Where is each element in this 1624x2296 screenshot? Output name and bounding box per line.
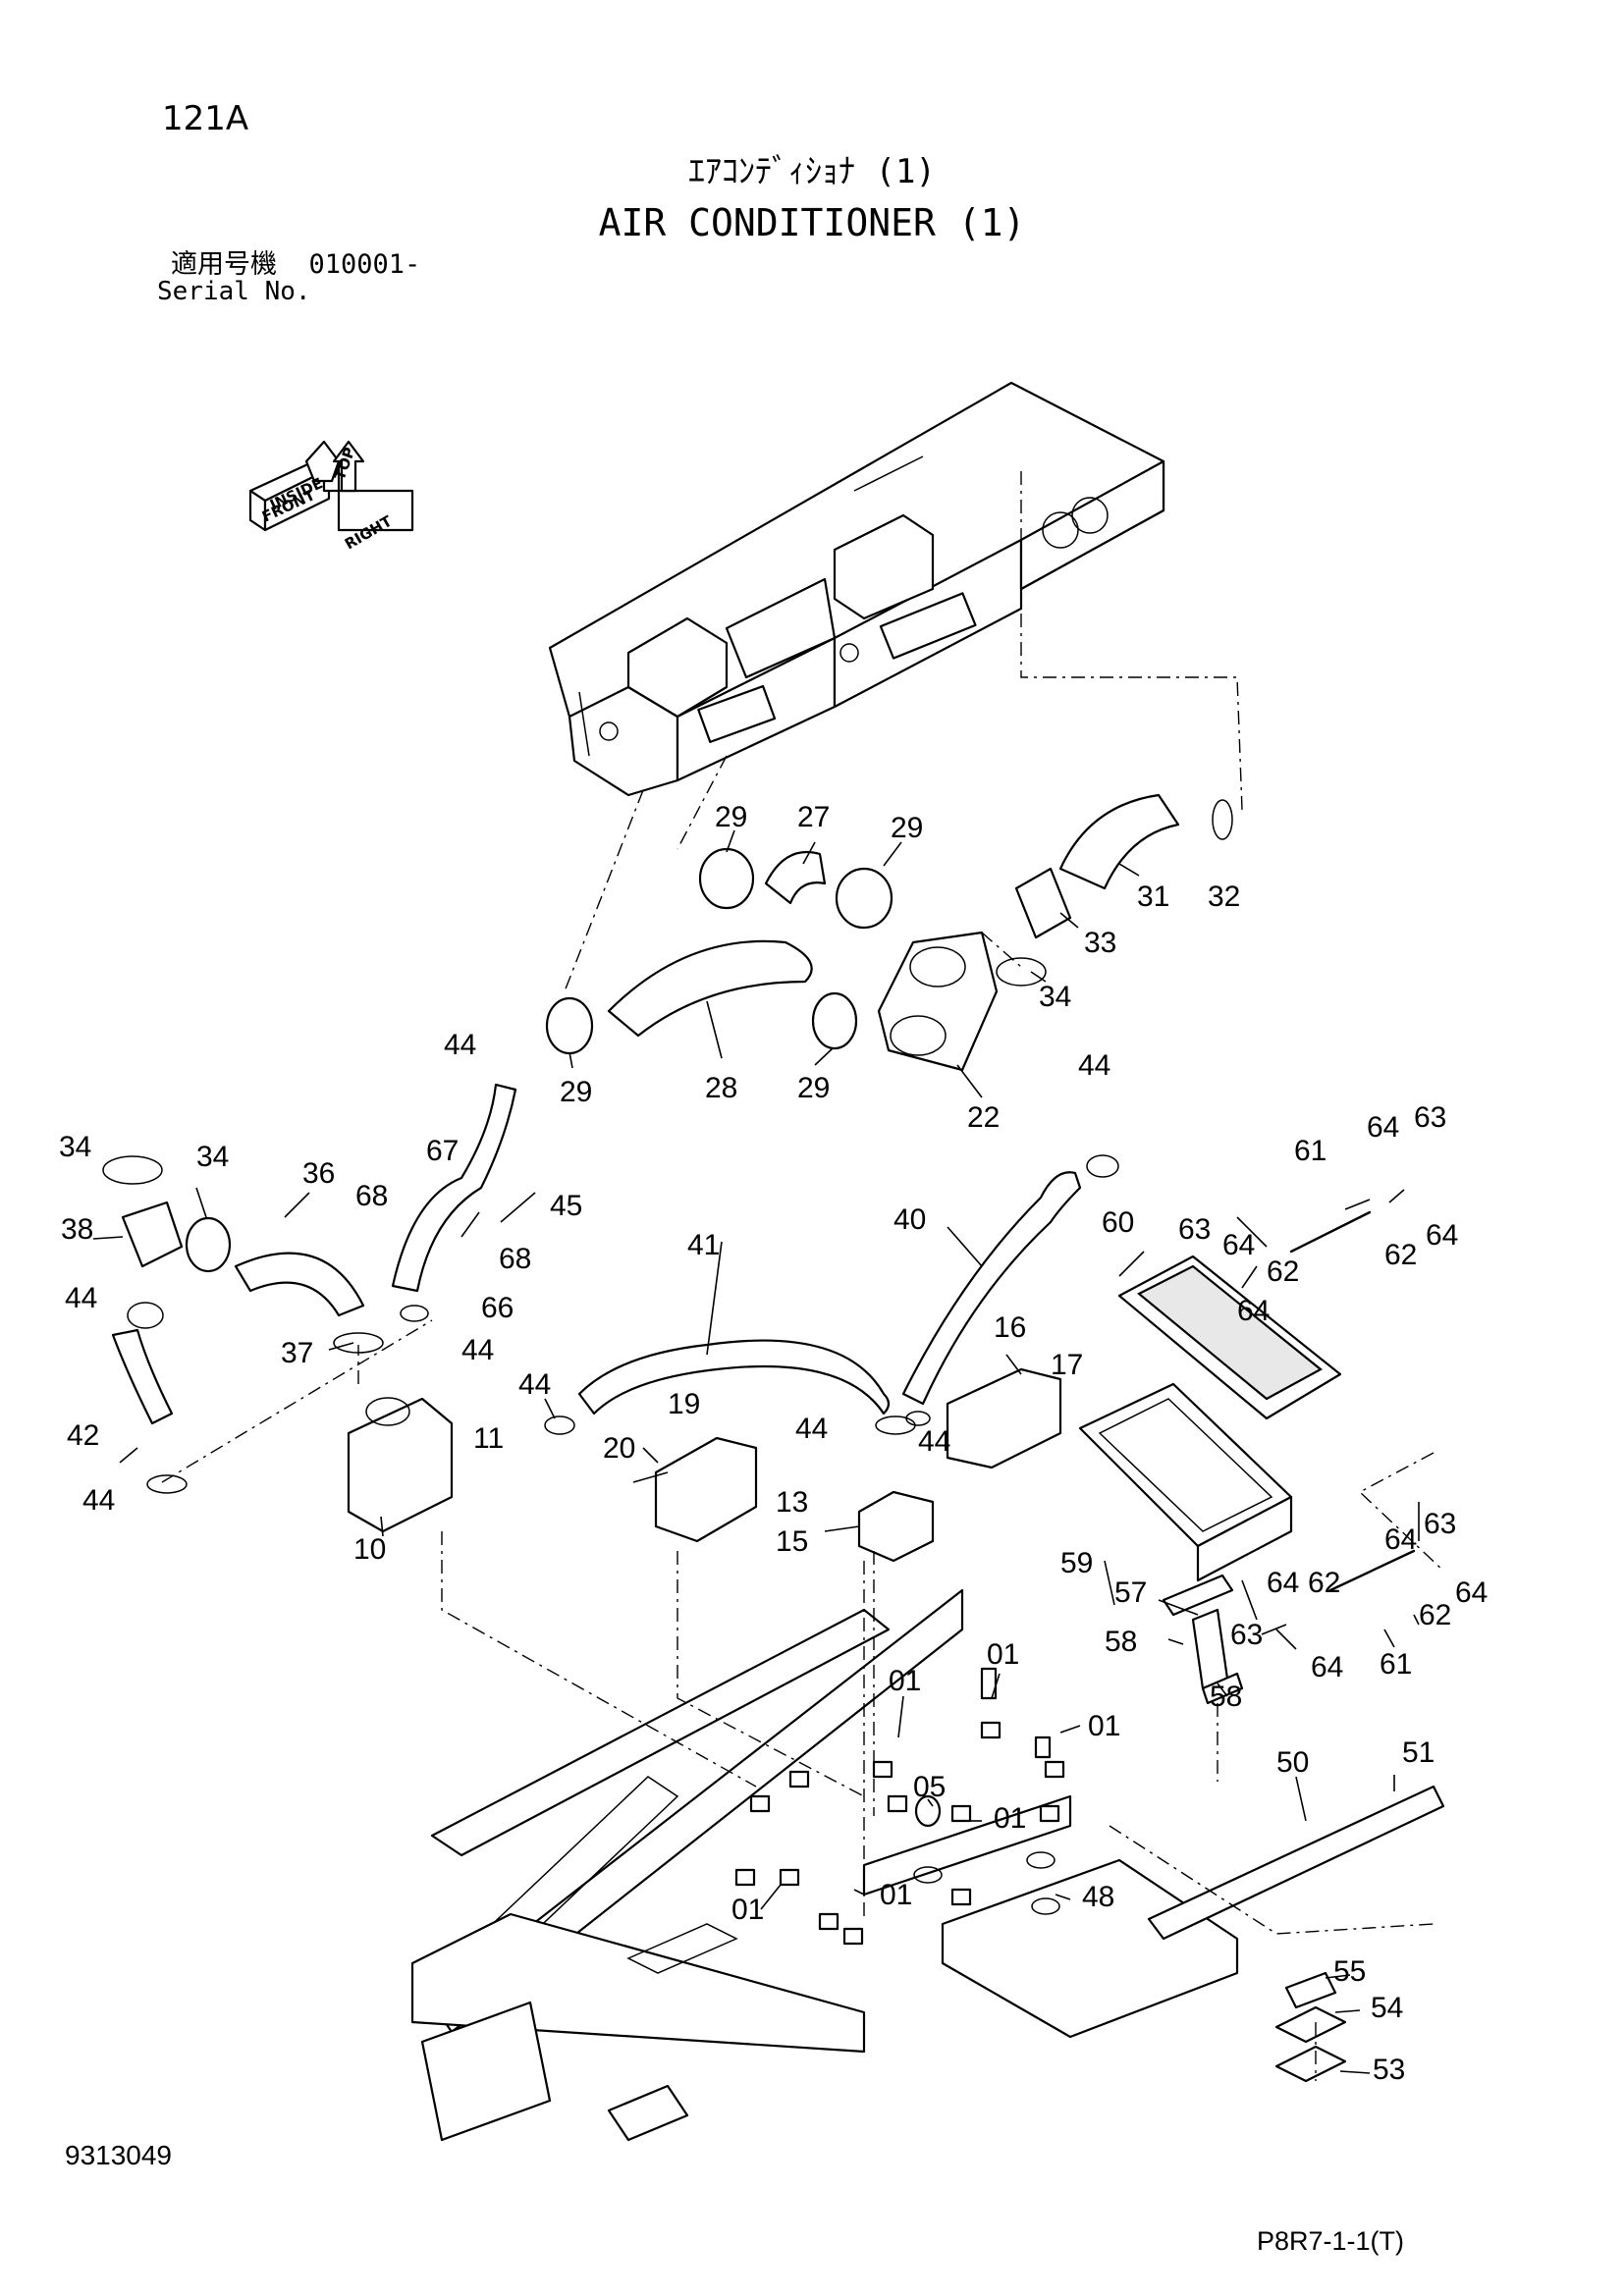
callout-29: 29 (560, 1076, 592, 1108)
callout-05: 05 (913, 1771, 946, 1803)
callout-29: 29 (891, 812, 923, 844)
orientation-indicator: FRONT TOP RIGHT INSIDE (248, 440, 414, 553)
callout-01: 01 (987, 1638, 1019, 1671)
callout-61: 61 (1294, 1135, 1326, 1167)
callout-22: 22 (967, 1101, 1000, 1134)
callout-20: 20 (603, 1432, 635, 1465)
callout-37: 37 (281, 1337, 313, 1369)
callout-63: 63 (1178, 1213, 1211, 1246)
callout-28: 28 (705, 1072, 737, 1104)
callout-45: 45 (550, 1190, 582, 1222)
callout-53: 53 (1373, 2054, 1405, 2086)
callout-34: 34 (59, 1131, 91, 1163)
callout-64: 64 (1267, 1567, 1299, 1599)
callout-01: 01 (880, 1879, 912, 1911)
callout-01: 01 (994, 1802, 1026, 1835)
callout-66: 66 (481, 1292, 514, 1324)
dashboard-console (548, 381, 1165, 797)
callout-63: 63 (1424, 1508, 1456, 1540)
callout-44: 44 (918, 1425, 950, 1458)
callout-51: 51 (1402, 1736, 1435, 1769)
part-callouts: 29 27 29 31 32 33 34 29 28 29 22 44 44 3… (59, 801, 1488, 2086)
callout-44: 44 (461, 1334, 494, 1366)
callout-01: 01 (1088, 1710, 1120, 1742)
serial-value: 010001- (308, 249, 421, 280)
floor-frame (410, 1574, 1445, 2142)
callout-64: 64 (1384, 1523, 1417, 1556)
callout-41: 41 (687, 1229, 720, 1261)
callout-68: 68 (499, 1243, 531, 1275)
callout-44: 44 (82, 1484, 115, 1517)
callout-27: 27 (797, 801, 830, 833)
drawing-number: 9313049 (65, 2140, 173, 2170)
callout-60: 60 (1102, 1206, 1134, 1239)
center-duct-assembly (544, 1154, 1119, 1563)
callout-44: 44 (518, 1368, 551, 1401)
callout-57: 57 (1114, 1576, 1147, 1609)
callout-33: 33 (1084, 927, 1116, 959)
callout-32: 32 (1208, 881, 1240, 913)
callout-31: 31 (1137, 881, 1169, 913)
callout-42: 42 (67, 1419, 99, 1452)
callout-11: 11 (473, 1422, 504, 1455)
serial-label-jp: 適用号機 (171, 249, 277, 280)
sheet-code: P8R7-1-1(T) (1257, 2226, 1405, 2256)
callout-01: 01 (731, 1894, 764, 1926)
callout-29: 29 (797, 1072, 830, 1104)
callout-44: 44 (795, 1413, 828, 1445)
page-number: 121A (162, 99, 249, 138)
callout-54: 54 (1371, 1992, 1403, 2024)
callout-13: 13 (776, 1486, 808, 1519)
callout-62: 62 (1384, 1239, 1417, 1271)
callout-59: 59 (1060, 1547, 1093, 1579)
callout-36: 36 (302, 1157, 335, 1190)
callout-48: 48 (1082, 1881, 1114, 1913)
callout-64: 64 (1222, 1229, 1255, 1261)
callout-38: 38 (61, 1213, 93, 1246)
filter-assembly (1078, 1210, 1416, 1592)
serial-line-japanese: 適用号機 010001- (171, 251, 420, 278)
callout-67: 67 (426, 1135, 459, 1167)
fastener-clips (734, 1667, 1065, 1946)
title-english: AIR CONDITIONER (1) (598, 201, 1026, 244)
callout-16: 16 (994, 1311, 1026, 1344)
callout-63: 63 (1414, 1101, 1446, 1134)
callout-44: 44 (1078, 1049, 1110, 1082)
callout-15: 15 (776, 1525, 808, 1558)
callout-64: 64 (1311, 1651, 1343, 1683)
callout-50: 50 (1276, 1746, 1309, 1779)
relation-lines (161, 471, 1444, 2081)
title-japanese: ｴｱｺﾝﾃﾞｨｼｮﾅ (1) (688, 152, 936, 191)
callout-29: 29 (715, 801, 747, 833)
callout-19: 19 (668, 1388, 700, 1420)
callout-17: 17 (1051, 1349, 1083, 1381)
callout-10: 10 (353, 1533, 386, 1566)
callout-40: 40 (893, 1203, 926, 1236)
callout-64: 64 (1367, 1111, 1399, 1144)
callout-61: 61 (1380, 1648, 1412, 1681)
callout-01: 01 (889, 1665, 921, 1697)
callout-64: 64 (1426, 1219, 1458, 1252)
upper-duct-assembly (545, 793, 1233, 1072)
callout-62: 62 (1308, 1567, 1340, 1599)
callout-63: 63 (1230, 1619, 1263, 1651)
left-duct-assembly (102, 1083, 517, 1533)
callout-64: 64 (1455, 1576, 1488, 1609)
callout-58: 58 (1105, 1626, 1137, 1658)
callout-68: 68 (355, 1180, 388, 1212)
callout-62: 62 (1267, 1255, 1299, 1288)
callout-34: 34 (196, 1141, 229, 1173)
callout-64: 64 (1237, 1295, 1270, 1327)
leader-lines (92, 829, 1420, 2074)
callout-34: 34 (1039, 981, 1071, 1013)
callout-44: 44 (65, 1282, 97, 1314)
callout-58: 58 (1210, 1681, 1242, 1713)
callout-44: 44 (444, 1029, 476, 1061)
serial-label-english: Serial No. (157, 277, 311, 306)
callout-62: 62 (1419, 1599, 1451, 1631)
callout-55: 55 (1333, 1955, 1366, 1988)
